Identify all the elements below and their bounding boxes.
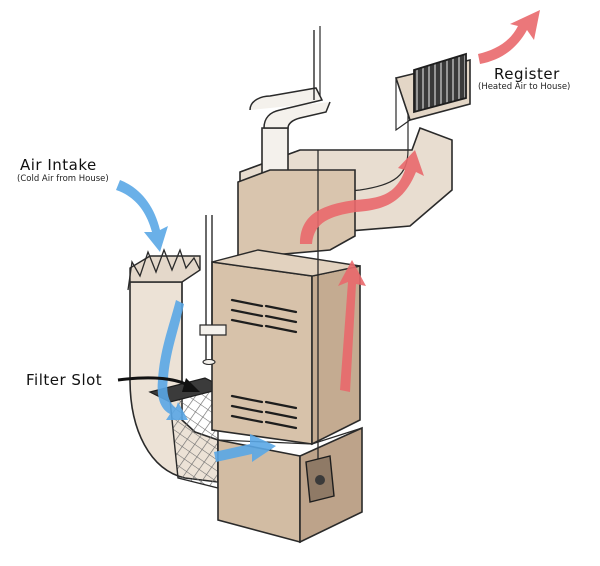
register-label: Register [494,65,560,83]
cold-air-arrows [116,180,276,462]
hot-air-arrows [300,10,540,392]
register-grille [413,52,467,114]
furnace-cabinet [211,169,363,544]
condensate-trap [305,150,335,503]
filter-slot-label: Filter Slot [26,371,103,389]
gas-pipe [199,215,227,366]
filter-slot-pointer [117,376,200,392]
register-sublabel: (Heated Air to House) [478,82,571,92]
air-intake-sublabel: (Cold Air from House) [17,174,109,184]
air-intake-label: Air Intake [20,156,97,174]
